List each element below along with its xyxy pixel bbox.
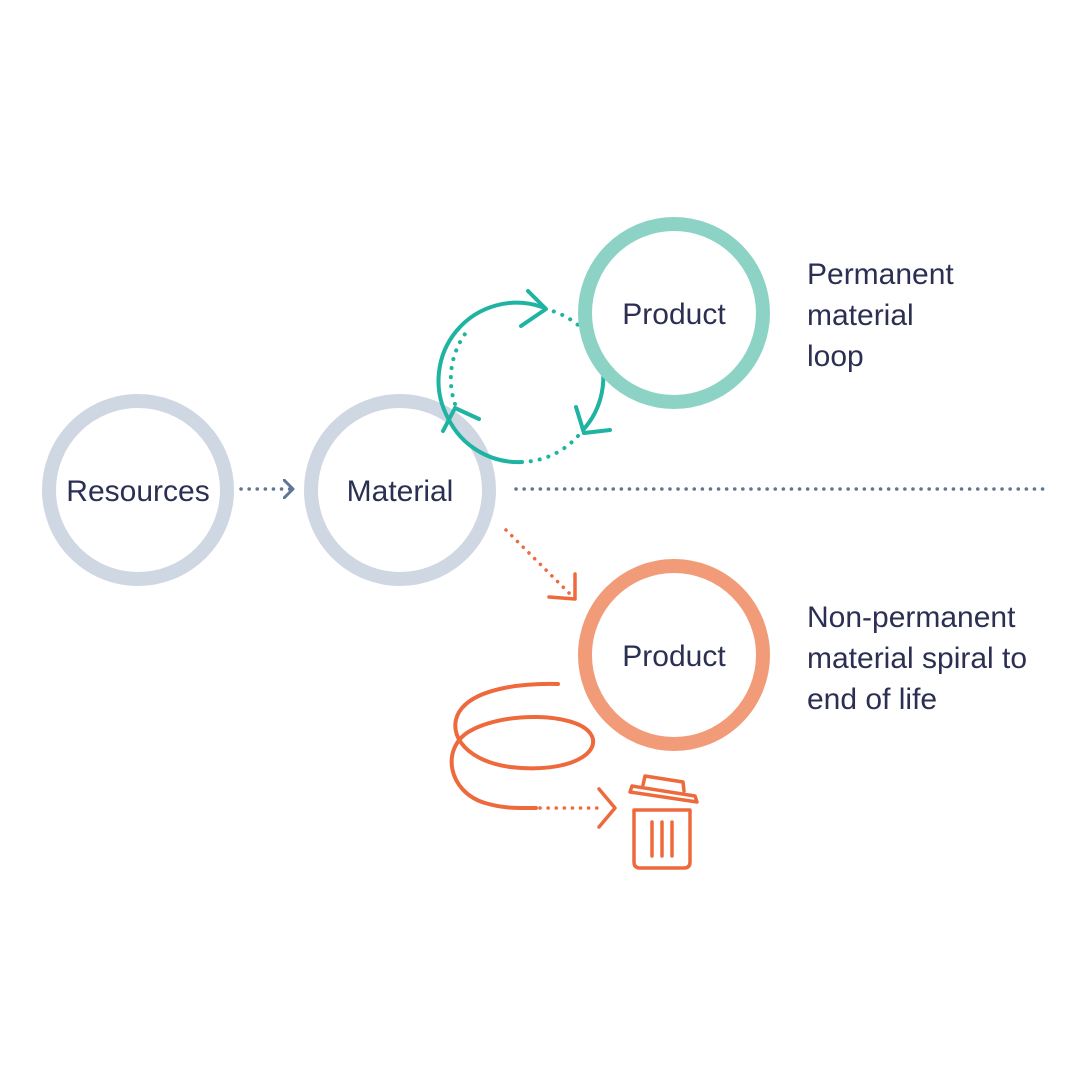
product-non-permanent-label: Product [622,640,726,673]
permanent-caption-line-3: loop [807,340,864,373]
resources-label: Resources [66,475,209,508]
product-permanent-node: Product [578,217,770,409]
material-node: Material [304,394,496,586]
product-permanent-label: Product [622,298,726,331]
trash-bin-icon [628,774,699,870]
non-permanent-caption-line-2: material spiral to [807,642,1028,675]
permanent-loop-caption: Permanent material loop [807,254,954,377]
permanent-caption-line-1: Permanent [807,258,954,291]
product-non-permanent-node: Product [578,559,770,751]
non-permanent-caption-line-3: end of life [807,683,938,716]
material-to-product-arrow [504,528,577,601]
permanent-caption-line-2: material [807,299,914,332]
end-of-life-spiral [449,681,617,829]
permanent-loop [436,289,612,465]
resources-node: Resources [42,394,234,586]
loop-arrowhead-right [574,405,612,435]
non-permanent-spiral-caption: Non-permanent material spiral to end of … [807,597,1027,720]
material-label: Material [347,475,454,508]
loop-arrowhead-left [441,406,481,433]
non-permanent-caption-line-1: Non-permanent [807,601,1016,634]
